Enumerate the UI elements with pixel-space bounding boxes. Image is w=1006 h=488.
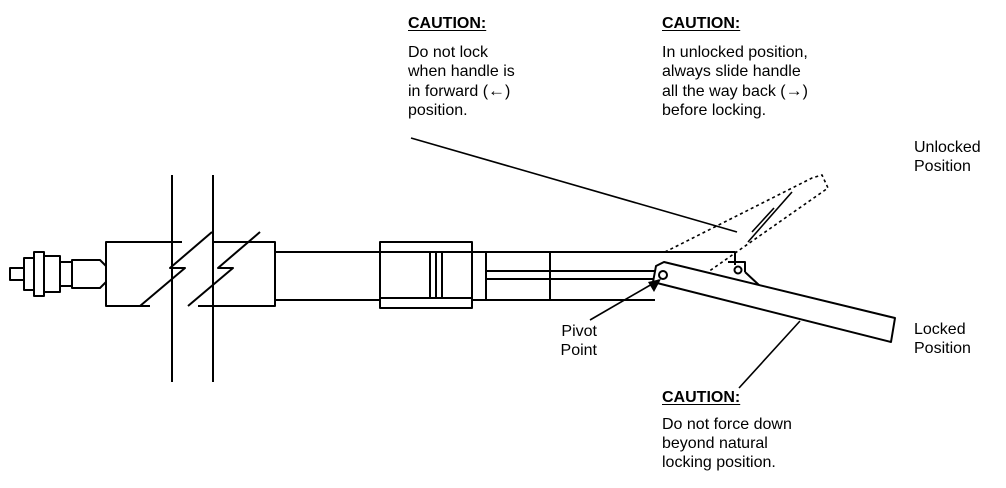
caution-text-line: ) [505, 83, 511, 100]
handle-locked [652, 261, 896, 343]
caution-text-line: Do not force down [662, 416, 792, 433]
caution-forward-lock: CAUTION: Do not lock when handle is in f… [408, 14, 515, 120]
caution-text-line: In unlocked position, [662, 44, 808, 61]
shaft-left-section [105, 241, 182, 307]
caution-text-line: position. [408, 102, 468, 119]
leader-lines [410, 137, 801, 389]
caution-force-down: CAUTION: Do not force down beyond natura… [662, 388, 792, 472]
pivot-arrow-head [648, 279, 661, 292]
caution-text-line: before locking. [662, 102, 767, 119]
tip-connector [9, 251, 107, 297]
caution-heading: CAUTION: [408, 15, 487, 32]
left-arrow-icon: ← [488, 81, 506, 100]
caution-text-line: beyond natural [662, 435, 768, 452]
shaft-right-section [275, 251, 380, 301]
caution-text-line: Do not lock [408, 44, 489, 61]
caution-text-line: in forward ( [408, 83, 489, 100]
caution-slide-back: CAUTION: In unlocked position, always sl… [662, 14, 808, 120]
handle-rivet [733, 265, 743, 275]
caution-text-line: ) [802, 83, 808, 100]
break-symbol [139, 175, 261, 382]
caution-heading: CAUTION: [662, 389, 741, 406]
caution-text-line: when handle is [408, 63, 515, 80]
clamp-block [379, 241, 473, 309]
caution-text-line: locking position. [662, 454, 776, 471]
caution-text-line: always slide handle [662, 63, 801, 80]
pivot-hole [658, 270, 668, 280]
shaft-middle-section [198, 241, 276, 307]
unlocked-position-label: Unlocked Position [914, 139, 981, 175]
right-arrow-icon: → [785, 81, 803, 100]
locked-position-label: Locked Position [914, 321, 971, 357]
rod-body [472, 251, 786, 301]
caution-text-line: all the way back ( [662, 83, 786, 100]
caution-heading: CAUTION: [662, 15, 741, 32]
handle-unlocked [664, 174, 829, 273]
pivot-point-label: Pivot Point [560, 323, 597, 359]
